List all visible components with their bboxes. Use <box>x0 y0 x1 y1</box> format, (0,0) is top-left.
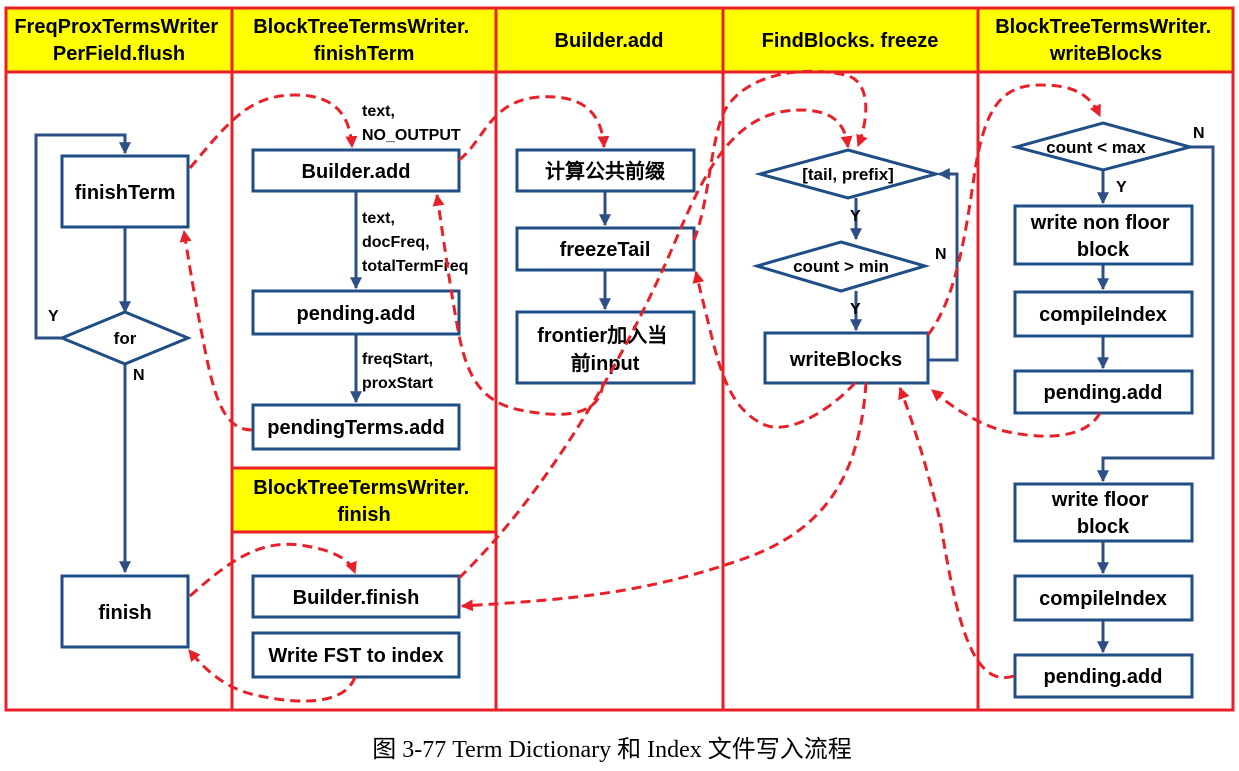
compile-index-1-box <box>1013 290 1194 338</box>
call-pending-add-3-return <box>898 386 1015 680</box>
write-blocks-label: writeBlocks <box>789 349 902 371</box>
flow-arrows <box>34 133 1215 654</box>
compile-index-2-box <box>1013 574 1194 622</box>
lanes: FreqProxTermsWriter PerField.flush Block… <box>4 6 1235 712</box>
finish-box <box>60 574 190 649</box>
for-diamond-label: for <box>114 329 137 348</box>
label-freqstart: freqStart, proxStart <box>362 351 438 392</box>
write-floor-label: write floor block <box>1051 489 1154 538</box>
compile-index-1-label: compileIndex <box>1039 304 1167 326</box>
call-pendingterms-return <box>179 229 253 432</box>
compile-index-2-label: compileIndex <box>1039 588 1167 610</box>
count-min-diamond <box>751 240 931 293</box>
builder-finish-box <box>251 574 461 619</box>
lane-header-write-blocks <box>976 6 1235 74</box>
lane-title-flush: FreqProxTermsWriter PerField.flush <box>14 16 223 65</box>
lane-finish-term-nodes: Builder.add pending.add pendingTerms.add… <box>251 103 468 451</box>
label-text-docfreq: text, docFreq, totalTermFreq <box>362 210 468 275</box>
pending-add-3-box <box>1013 653 1194 699</box>
call-finish-to-builder-finish <box>188 542 357 598</box>
write-non-floor-box <box>1013 204 1194 266</box>
label-y-for: Y <box>48 308 59 325</box>
call-writeblocks-return-builder-finish <box>460 382 868 612</box>
label-n-count-max: N <box>1193 125 1205 142</box>
label-n-for: N <box>133 367 145 384</box>
pending-add-label: pending.add <box>297 303 416 325</box>
lane-find-blocks-nodes: [tail, prefix] count > min writeBlocks Y… <box>751 148 947 385</box>
lane-header-flush <box>4 6 234 74</box>
tail-prefix-diamond <box>754 148 942 200</box>
lane-header-finish <box>230 466 498 534</box>
lane-title-write-blocks: BlockTreeTermsWriter. writeBlocks <box>995 16 1217 65</box>
call-builder-finish-to-tail <box>457 108 853 580</box>
builder-finish-label: Builder.finish <box>293 587 420 609</box>
lane-write-blocks-nodes: count < max write non floor block compil… <box>1010 121 1205 699</box>
label-text-no-output: text, NO_OUTPUT <box>362 103 461 144</box>
label-n-count-min: N <box>935 246 947 263</box>
freeze-tail-box <box>515 226 696 272</box>
pending-terms-add-label: pendingTerms.add <box>267 417 444 439</box>
lane-finish-nodes: Builder.finish Write FST to index <box>251 574 461 679</box>
compute-prefix-label: 计算公共前缀 <box>545 159 666 183</box>
write-blocks-box <box>763 331 930 385</box>
lane-title-finish: BlockTreeTermsWriter. finish <box>253 477 475 526</box>
for-diamond <box>58 310 192 366</box>
write-floor-box <box>1013 482 1194 543</box>
finish-term-label: finishTerm <box>75 182 176 204</box>
freeze-tail-label: freezeTail <box>560 239 651 261</box>
label-y-tail: Y <box>850 208 861 225</box>
pending-terms-add-box <box>251 403 461 451</box>
call-write-fst-return <box>187 649 357 703</box>
lane-flush-nodes: finishTerm for finish <box>58 154 192 649</box>
write-fst-label: Write FST to index <box>268 645 443 667</box>
finish-term-box <box>60 154 190 229</box>
call-frontier-return <box>432 193 605 416</box>
label-y-count-max: Y <box>1116 179 1127 196</box>
figure-caption: 图 3-77 Term Dictionary 和 Index 文件写入流程 <box>372 736 852 763</box>
label-y-count-min: Y <box>850 301 861 318</box>
call-writeblocks-return-freezetail <box>692 270 857 429</box>
lane-title-finish-term: BlockTreeTermsWriter. finishTerm <box>253 16 475 65</box>
pending-add-2-label: pending.add <box>1044 382 1163 404</box>
builder-add-box <box>251 148 461 193</box>
lane-builder-add-nodes: 计算公共前缀 freezeTail frontier加入当 前input <box>515 148 696 385</box>
write-fst-box <box>251 631 461 679</box>
call-pending-add-2-return <box>931 388 1102 438</box>
count-max-label: count < max <box>1046 138 1146 157</box>
write-non-floor-label: write non floor block <box>1030 212 1175 261</box>
pending-add-box <box>251 289 461 336</box>
pending-add-3-label: pending.add <box>1044 666 1163 688</box>
builder-add-label: Builder.add <box>302 161 411 183</box>
lane-title-builder-add: Builder.add <box>555 30 664 52</box>
count-max-diamond <box>1010 121 1196 172</box>
call-arrows <box>179 69 1102 703</box>
call-freezetail-to-tailprefix <box>692 69 868 241</box>
tail-prefix-label: [tail, prefix] <box>802 165 894 184</box>
pending-add-2-box <box>1013 369 1194 415</box>
lane-title-find-blocks: FindBlocks. freeze <box>762 30 939 52</box>
count-min-label: count > min <box>793 257 889 276</box>
lane-header-finish-term <box>230 6 498 74</box>
finish-label: finish <box>98 602 151 624</box>
call-finishterm-to-builder-add <box>188 93 358 169</box>
call-writeblocks-to-count-max <box>926 83 1102 336</box>
compute-prefix-box <box>515 148 696 193</box>
